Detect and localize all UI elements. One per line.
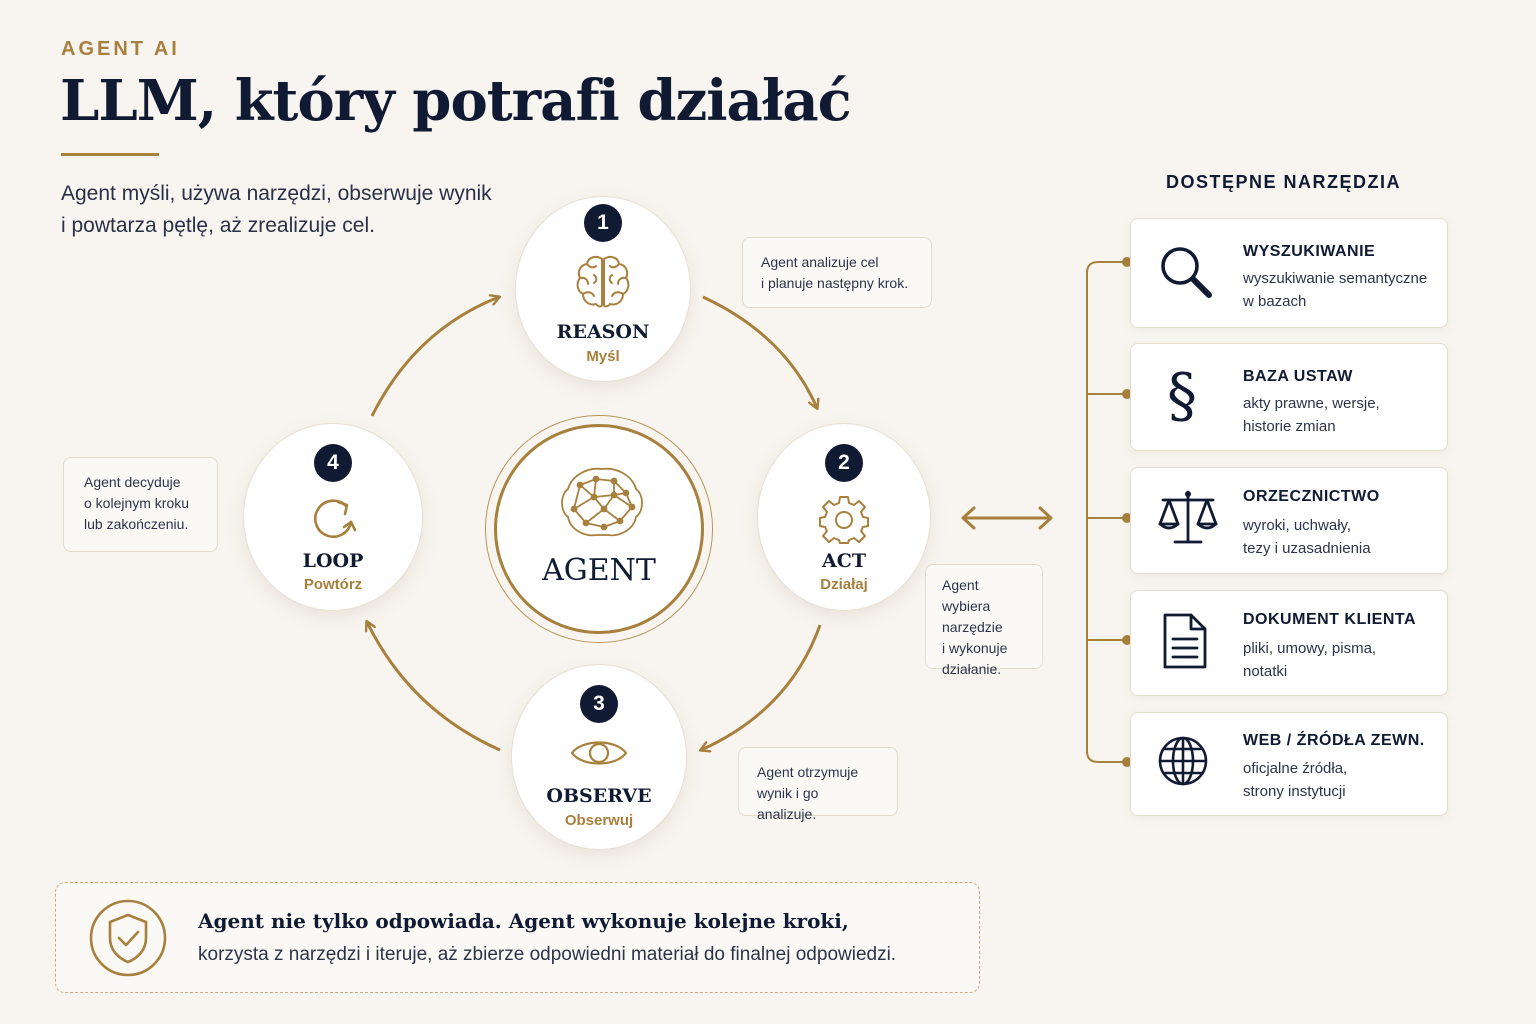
step-label: REASON bbox=[556, 321, 650, 343]
note-loop: Agent decyduje o kolejnym kroku lub zako… bbox=[63, 457, 218, 552]
tools-title: DOSTĘPNE NARZĘDZIA bbox=[1166, 172, 1402, 192]
tool-desc-line: w bazach bbox=[1243, 293, 1307, 310]
tool-desc-line: wyroki, uchwały, bbox=[1243, 517, 1352, 534]
tools-bracket bbox=[1086, 261, 1127, 763]
note-observe: Agent otrzymuje wynik i go analizuje. bbox=[738, 747, 898, 822]
summary-callout: Agent nie tylko odpowiada. Agent wykonuj… bbox=[55, 882, 980, 993]
tool-desc: oficjalne źródła, strony instytucji bbox=[1243, 757, 1443, 803]
note-act: Agent wybiera narzędzie i wykonuje dział… bbox=[925, 564, 1043, 677]
tool-name: WEB / ŹRÓDŁA ZEWN. bbox=[1243, 732, 1425, 749]
step-number-badge: 3 bbox=[580, 685, 618, 723]
step-number-badge: 4 bbox=[314, 444, 352, 482]
refresh-icon bbox=[314, 499, 357, 539]
step-sublabel: Myśl bbox=[586, 348, 620, 365]
step-observe-node: 3 OBSERVE Obserwuj bbox=[511, 664, 687, 850]
tool-desc-line: wyszukiwanie semantyczne bbox=[1243, 270, 1428, 287]
arrow-loop-to-reason bbox=[370, 297, 499, 417]
note-line: Agent decyduje bbox=[84, 474, 181, 490]
note-line: lub zakończeniu. bbox=[84, 516, 189, 532]
summary-title: Agent nie tylko odpowiada. Agent wykonuj… bbox=[198, 909, 849, 933]
note-line: o kolejnym kroku bbox=[84, 495, 190, 511]
step-label: OBSERVE bbox=[546, 785, 652, 807]
bracket-dots bbox=[1122, 257, 1132, 767]
tool-desc: wyroki, uchwały, tezy i uzasadnienia bbox=[1243, 514, 1443, 560]
tool-desc-line: historie zmian bbox=[1243, 418, 1336, 435]
tool-desc: akty prawne, wersje, historie zmian bbox=[1243, 392, 1443, 438]
tool-desc-line: oficjalne źródła, bbox=[1243, 760, 1348, 777]
tool-desc: pliki, umowy, pisma, notatki bbox=[1243, 637, 1443, 683]
note-line: wynik i go analizuje. bbox=[757, 785, 819, 822]
tool-desc-line: tezy i uzasadnienia bbox=[1243, 540, 1371, 557]
step-label: LOOP bbox=[302, 550, 364, 572]
tool-desc-line: pliki, umowy, pisma, bbox=[1243, 640, 1377, 657]
step-label: ACT bbox=[821, 550, 866, 572]
step-loop-node: 4 LOOP Powtórz bbox=[243, 423, 423, 611]
arrow-reason-to-act bbox=[702, 295, 817, 408]
agent-center-node: AGENT bbox=[494, 424, 704, 634]
note-reason: Agent analizuje cel i planuje następny k… bbox=[742, 237, 932, 308]
intro-line: Agent myśli, używa narzędzi, obserwuje w… bbox=[61, 182, 492, 205]
tool-desc-line: akty prawne, wersje, bbox=[1243, 395, 1380, 412]
note-line: Agent analizuje cel bbox=[761, 254, 879, 270]
gear-icon bbox=[819, 496, 869, 544]
tool-card-client-document: DOKUMENT KLIENTA pliki, umowy, pisma, no… bbox=[1130, 590, 1448, 696]
note-line: i wykonuje bbox=[942, 640, 1008, 656]
tool-card-statutes: § BAZA USTAW akty prawne, wersje, histor… bbox=[1130, 343, 1448, 451]
title-rule bbox=[61, 153, 159, 156]
note-line: Agent wybiera bbox=[942, 577, 991, 614]
step-reason-node: 1 REASON Myśl bbox=[515, 196, 691, 382]
note-line: działanie. bbox=[942, 661, 1002, 677]
tool-name: WYSZUKIWANIE bbox=[1243, 243, 1376, 260]
intro-line: i powtarza pętlę, aż zrealizuje cel. bbox=[61, 214, 375, 237]
shield-check-icon bbox=[89, 899, 167, 977]
document-icon bbox=[1163, 613, 1207, 669]
brain-icon bbox=[576, 255, 630, 308]
arrow-observe-to-loop bbox=[367, 622, 501, 752]
tool-card-web-sources: WEB / ŹRÓDŁA ZEWN. oficjalne źródła, str… bbox=[1130, 712, 1448, 816]
tool-desc-line: strony instytucji bbox=[1243, 783, 1346, 800]
note-line: narzędzie bbox=[942, 619, 1003, 635]
globe-icon bbox=[1158, 736, 1208, 786]
tool-desc: wyszukiwanie semantyczne w bazach bbox=[1243, 267, 1443, 313]
tool-name: BAZA USTAW bbox=[1243, 368, 1353, 385]
note-line: i planuje następny krok. bbox=[761, 275, 909, 291]
note-line: Agent otrzymuje bbox=[757, 764, 859, 780]
scales-icon bbox=[1158, 490, 1218, 544]
eyebrow: AGENT AI bbox=[61, 38, 180, 60]
tool-name: DOKUMENT KLIENTA bbox=[1243, 611, 1417, 628]
step-act-node: 2 ACT Działaj bbox=[757, 423, 931, 611]
paragraph-icon: § bbox=[1167, 361, 1197, 431]
page-title: LLM, który potrafi działać bbox=[60, 68, 852, 134]
tools-double-arrow bbox=[961, 506, 1053, 530]
step-sublabel: Działaj bbox=[820, 576, 868, 593]
eye-icon bbox=[570, 741, 628, 765]
tool-desc-line: notatki bbox=[1243, 663, 1288, 680]
intro-text: Agent myśli, używa narzędzi, obserwuje w… bbox=[61, 178, 531, 242]
summary-text: korzysta z narzędzi i iteruje, aż zbierz… bbox=[198, 944, 897, 965]
search-icon bbox=[1161, 247, 1212, 298]
arrow-act-to-observe bbox=[701, 624, 822, 750]
tool-card-search: WYSZUKIWANIE wyszukiwanie semantyczne w … bbox=[1130, 218, 1448, 328]
agent-label: AGENT bbox=[542, 553, 656, 588]
network-brain-icon bbox=[561, 467, 643, 537]
tool-card-case-law: ORZECZNICTWO wyroki, uchwały, tezy i uza… bbox=[1130, 467, 1448, 574]
step-sublabel: Obserwuj bbox=[564, 812, 634, 829]
step-number-badge: 1 bbox=[584, 204, 622, 242]
step-number-badge: 2 bbox=[825, 444, 863, 482]
step-sublabel: Powtórz bbox=[303, 576, 363, 593]
tool-name: ORZECZNICTWO bbox=[1243, 488, 1380, 505]
